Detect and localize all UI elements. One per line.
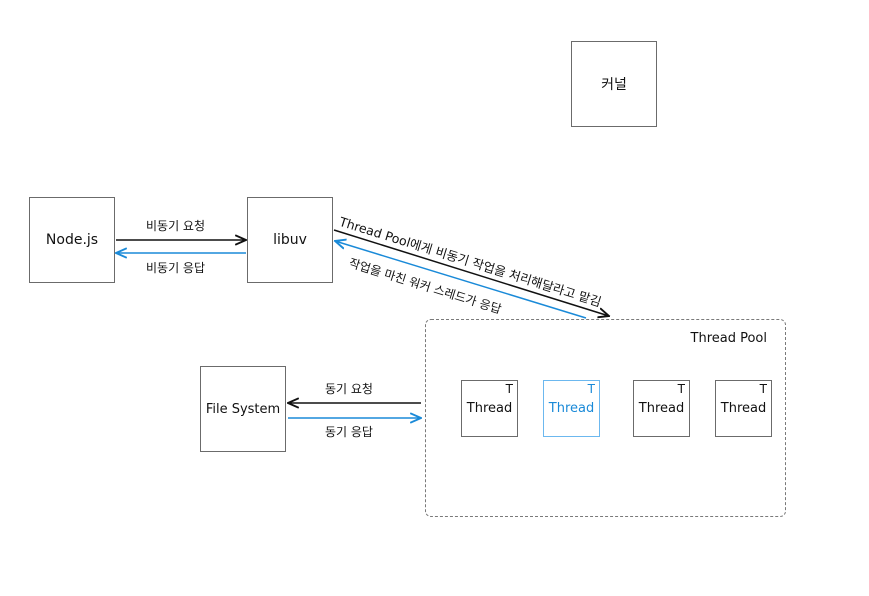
thread-box-4: T Thread	[715, 380, 772, 437]
thread-box-3: T Thread	[633, 380, 690, 437]
thread-pool-title: Thread Pool	[690, 331, 767, 346]
thread-label: Thread	[466, 401, 513, 416]
libuv-box: libuv	[247, 197, 333, 283]
thread-mark: T	[505, 382, 513, 396]
file-system-label: File System	[205, 401, 281, 417]
worker-response-arrow	[335, 241, 587, 319]
thread-label: Thread	[638, 401, 685, 416]
kernel-label: 커널	[601, 77, 627, 93]
async-response-label: 비동기 응답	[146, 261, 206, 275]
async-request-label: 비동기 요청	[146, 219, 206, 233]
thread-label: Thread	[720, 401, 767, 416]
nodejs-box: Node.js	[29, 197, 115, 283]
thread-label: Thread	[548, 401, 595, 416]
libuv-label: libuv	[273, 232, 307, 248]
thread-pool-container: Thread Pool T Thread T Thread T Thread T…	[425, 319, 786, 517]
sync-response-label: 동기 응답	[325, 425, 373, 439]
kernel-box: 커널	[571, 41, 657, 127]
thread-mark: T	[759, 382, 767, 396]
sync-request-label: 동기 요청	[325, 382, 373, 396]
thread-box-1: T Thread	[461, 380, 518, 437]
thread-mark: T	[677, 382, 685, 396]
file-system-box: File System	[200, 366, 286, 452]
thread-mark: T	[587, 382, 595, 396]
delegate-arrow	[333, 229, 609, 316]
thread-box-2-active: T Thread	[543, 380, 600, 437]
nodejs-label: Node.js	[45, 232, 99, 248]
